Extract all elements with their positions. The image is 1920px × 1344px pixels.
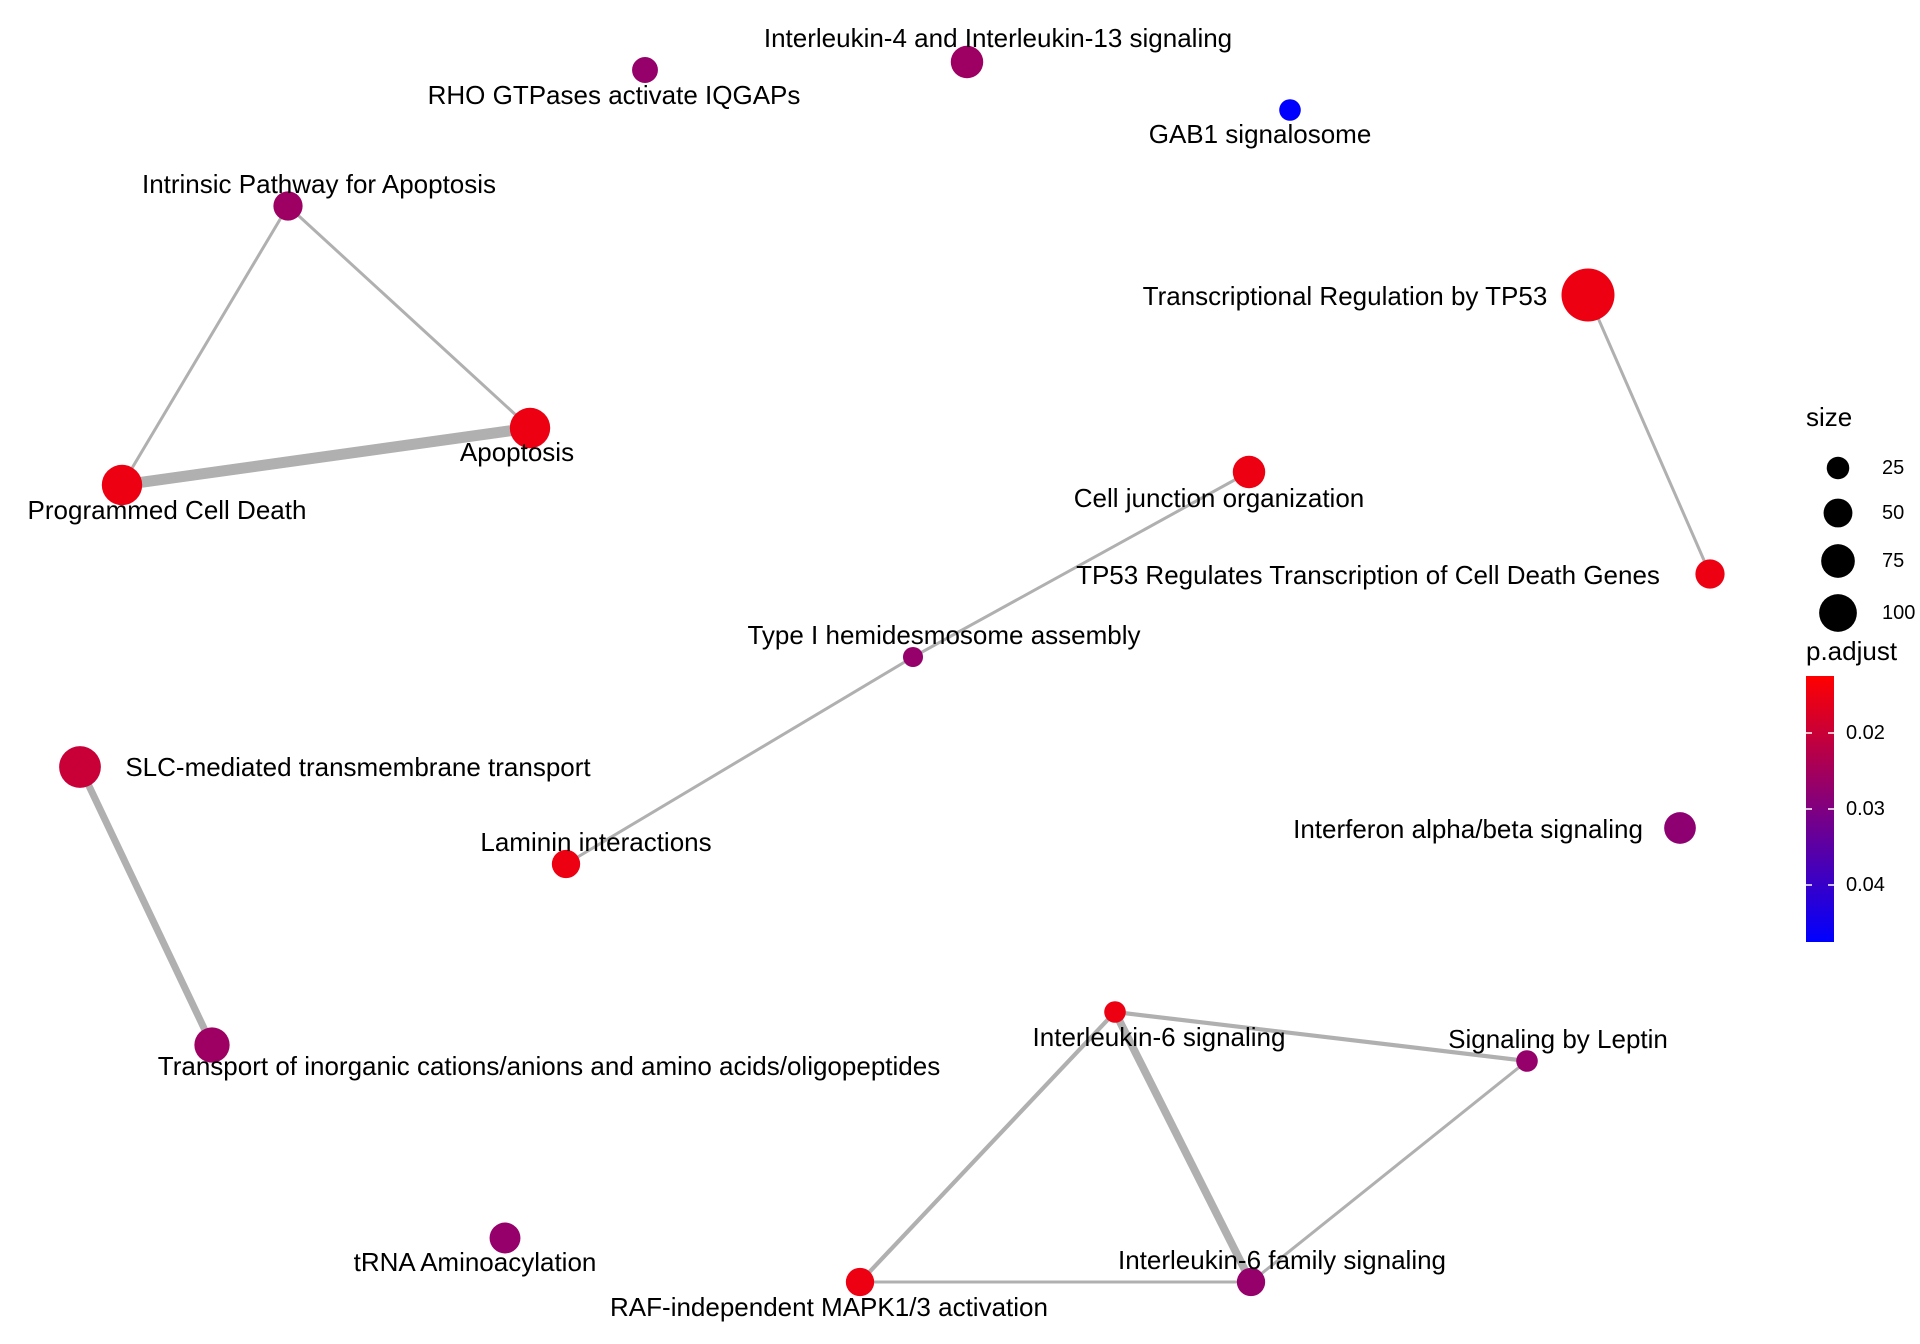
color-legend-label-0.04: 0.04 [1846, 874, 1885, 896]
size-legend-dot-50 [1823, 498, 1853, 528]
node-label-tp53death: TP53 Regulates Transcription of Cell Dea… [1076, 560, 1660, 590]
node-label-rho: RHO GTPases activate IQGAPs [428, 80, 801, 110]
node-il4[interactable] [950, 45, 984, 79]
node-label-il6: Interleukin-6 signaling [1033, 1022, 1286, 1052]
node-label-apoptosis: Apoptosis [460, 437, 574, 467]
edge-intrinsic-apoptosis [286, 204, 532, 430]
edge-celljunction-hemides [912, 470, 1250, 659]
color-legend-label-0.02: 0.02 [1846, 722, 1885, 744]
size-legend-dot-25 [1826, 456, 1850, 480]
color-legend-ticks: 0.02 0.03 0.04 [1806, 722, 1885, 896]
node-label-celljunction: Cell junction organization [1074, 483, 1365, 513]
node-label-ifn: Interferon alpha/beta signaling [1293, 814, 1643, 844]
node-label-il4: Interleukin-4 and Interleukin-13 signali… [764, 23, 1232, 53]
node-il6family[interactable] [1236, 1267, 1266, 1297]
color-legend-label-0.03: 0.03 [1846, 798, 1885, 820]
color-legend-title: p.adjust [1806, 636, 1898, 666]
node-label-leptin: Signaling by Leptin [1448, 1024, 1668, 1054]
node-tp53death[interactable] [1695, 559, 1725, 589]
node-celljunction[interactable] [1232, 455, 1266, 489]
edge-hemides-laminin [565, 655, 914, 866]
node-il6[interactable] [1104, 1001, 1126, 1023]
network-labels: Interleukin-4 and Interleukin-13 signali… [28, 23, 1668, 1322]
size-legend-label-50: 50 [1882, 502, 1904, 524]
node-label-hemides: Type I hemidesmosome assembly [747, 620, 1140, 650]
legend: size 25 50 75 100 p.adjust 0.02 0.03 0.04 [1806, 402, 1915, 942]
edge-il6-il6family [1111, 1010, 1255, 1284]
size-legend: 25 50 75 100 [1819, 456, 1915, 632]
node-label-gab1: GAB1 signalosome [1149, 119, 1372, 149]
network-edges [76, 204, 1712, 1284]
node-label-slc: SLC-mediated transmembrane transport [125, 752, 591, 782]
node-intrinsic[interactable] [273, 191, 303, 221]
node-hemides[interactable] [902, 646, 924, 668]
edge-tp53reg-tp53death [1586, 294, 1712, 575]
node-transport[interactable] [194, 1027, 230, 1063]
node-slc[interactable] [59, 746, 101, 788]
size-legend-dot-75 [1821, 544, 1855, 578]
node-label-trna: tRNA Aminoacylation [354, 1247, 597, 1277]
node-ifn[interactable] [1664, 812, 1696, 844]
node-leptin[interactable] [1516, 1050, 1538, 1072]
edge-intrinsic-pcd [120, 205, 290, 486]
node-trna[interactable] [489, 1222, 521, 1254]
edge-pcd-apoptosis [121, 422, 531, 491]
size-legend-dot-100 [1819, 594, 1857, 632]
node-label-tp53reg: Transcriptional Regulation by TP53 [1143, 281, 1548, 311]
size-legend-label-100: 100 [1882, 602, 1915, 624]
node-label-laminin: Laminin interactions [480, 827, 711, 857]
node-raf[interactable] [845, 1267, 875, 1297]
edge-il6-leptin [1114, 1009, 1528, 1064]
node-laminin[interactable] [551, 849, 581, 879]
node-label-intrinsic: Intrinsic Pathway for Apoptosis [142, 169, 496, 199]
node-apoptosis[interactable] [509, 407, 551, 449]
network-nodes [59, 45, 1725, 1297]
node-rho[interactable] [632, 57, 658, 83]
size-legend-label-75: 75 [1882, 550, 1904, 572]
node-gab1[interactable] [1279, 99, 1301, 121]
edge-slc-transport [76, 765, 216, 1047]
node-label-raf: RAF-independent MAPK1/3 activation [610, 1292, 1048, 1322]
node-label-pcd: Programmed Cell Death [28, 495, 307, 525]
node-tp53reg[interactable] [1561, 268, 1615, 322]
node-label-transport: Transport of inorganic cations/anions an… [158, 1051, 940, 1081]
edge-il6-raf [858, 1010, 1117, 1284]
node-pcd[interactable] [101, 464, 143, 506]
size-legend-label-25: 25 [1882, 457, 1904, 479]
edge-leptin-il6family [1250, 1059, 1528, 1284]
size-legend-title: size [1806, 402, 1852, 432]
node-label-il6family: Interleukin-6 family signaling [1118, 1245, 1446, 1275]
